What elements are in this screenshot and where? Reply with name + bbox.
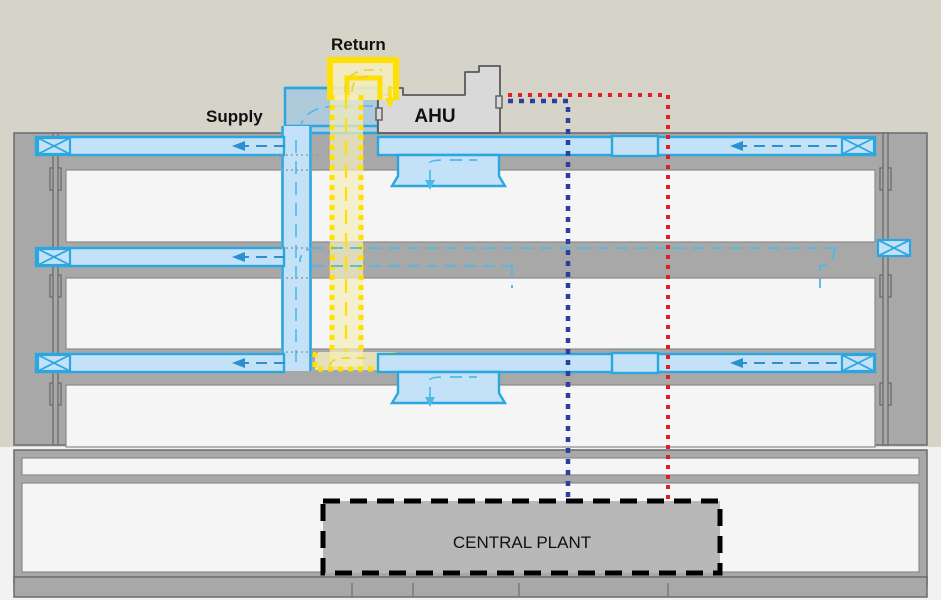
flow-arrow-left-2 — [232, 252, 290, 262]
supply-air-diffuser — [389, 370, 508, 407]
vav-terminal-box — [610, 351, 660, 375]
return-label: Return — [331, 35, 386, 54]
floor-1-ductwork — [34, 351, 877, 407]
hot-water-pipe — [508, 93, 670, 503]
ahu-right-notch — [495, 95, 503, 109]
flow-arrow-left-1 — [232, 358, 290, 368]
damper-symbol — [840, 353, 876, 373]
flow-arrow-right-3 — [730, 141, 840, 151]
damper-symbol — [876, 238, 912, 258]
right-wall-column — [879, 132, 892, 446]
return-inner-duct — [344, 75, 383, 100]
vav-terminal-box — [610, 134, 660, 158]
flow-arrow-right-1 — [730, 358, 840, 368]
return-hood-outline — [327, 57, 399, 100]
central-plant-box — [320, 498, 723, 576]
foundation-division-marks — [351, 583, 669, 597]
central-plant-label: CENTRAL PLANT — [453, 533, 591, 552]
damper-symbol — [36, 247, 72, 267]
ahu-left-notch — [375, 107, 383, 121]
floor-2-ductwork — [34, 238, 912, 288]
flow-arrow-left-3 — [232, 141, 290, 151]
supply-label: Supply — [206, 107, 263, 126]
supply-air-diffuser — [389, 153, 508, 190]
duct-right-2-hidden — [299, 247, 840, 288]
damper-symbol — [36, 353, 72, 373]
return-air-arrow — [385, 86, 395, 108]
room-cavity-2 — [65, 277, 876, 350]
floor-3-ductwork — [34, 134, 877, 190]
return-bottom-plenum — [315, 352, 393, 370]
central-plant: CENTRAL PLANT — [320, 498, 723, 576]
riser-floor-joints — [276, 154, 318, 353]
return-air-system — [312, 57, 399, 372]
damper-symbol — [840, 136, 876, 156]
return-riser-fill — [330, 95, 363, 367]
left-wall-column — [49, 132, 62, 446]
ahu-label: AHU — [414, 106, 455, 127]
service-slab-void — [21, 457, 920, 476]
chilled-water-pipe — [508, 98, 571, 503]
damper-symbol — [36, 136, 72, 156]
foundation-slab — [13, 576, 928, 598]
